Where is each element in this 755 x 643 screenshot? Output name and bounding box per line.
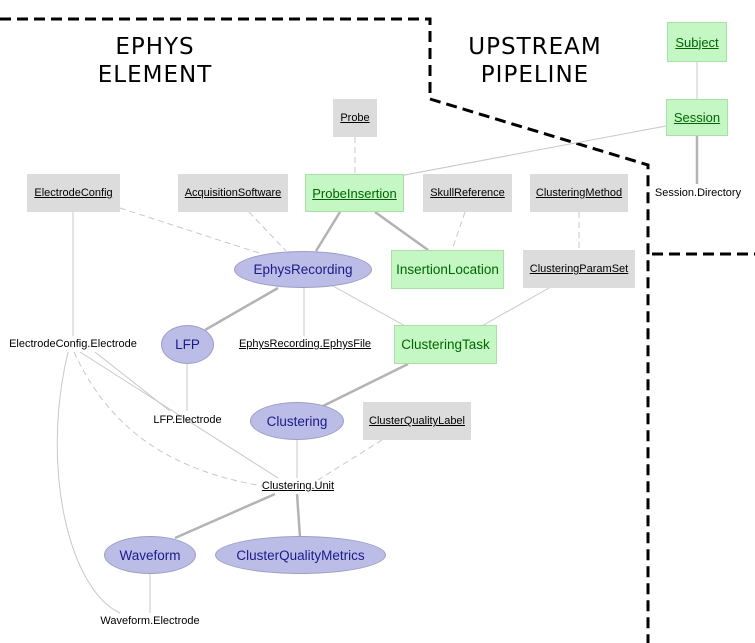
node-lfp-electrode[interactable]: LFP.Electrode (153, 414, 222, 426)
node-clustering-task[interactable]: ClusteringTask (394, 325, 497, 364)
edge-electrode-unit-dashed (73, 351, 263, 487)
node-lfp[interactable]: LFP (161, 325, 214, 364)
edge-electrode-waveformelectrode (56, 351, 121, 614)
node-waveform-electrode[interactable]: Waveform.Electrode (100, 615, 200, 627)
edge-session-probeinsertion (377, 125, 667, 181)
node-session[interactable]: Session (666, 99, 728, 136)
edge-ephysrecording-lfp (204, 286, 279, 332)
ephys-element-title: EPHYS ELEMENT (97, 34, 213, 88)
edge-ephysrecording-clusteringtask (332, 285, 408, 328)
edge-probeinsertion-location (374, 210, 429, 252)
node-probe-insertion[interactable]: ProbeInsertion (305, 174, 404, 212)
edge-unit-metrics (295, 493, 302, 538)
pipeline-boundary (0, 17, 650, 643)
edge-clusteringtask-clustering (322, 362, 409, 408)
node-cluster-quality-metrics[interactable]: ClusterQualityMetrics (215, 536, 386, 574)
edge-skullreference-location (451, 211, 466, 251)
node-subject[interactable]: Subject (667, 22, 727, 62)
node-skull-reference[interactable]: SkullReference (423, 174, 512, 212)
node-electrode-config[interactable]: ElectrodeConfig (27, 174, 120, 212)
edge-paramset-clusteringtask (479, 287, 550, 328)
edge-unit-waveform (174, 492, 276, 540)
node-waveform[interactable]: Waveform (104, 536, 196, 574)
node-ephys-recording[interactable]: EphysRecording (234, 251, 372, 288)
edge-electrode-unit (79, 351, 279, 479)
node-insertion-location[interactable]: InsertionLocation (391, 250, 504, 289)
edge-probeinsertion-ephysrecording (314, 211, 342, 252)
node-electrode-config-electrode[interactable]: ElectrodeConfig.Electrode (9, 338, 137, 350)
node-probe[interactable]: Probe (333, 99, 377, 137)
node-acquisition-software[interactable]: AcquisitionSoftware (178, 174, 288, 212)
node-clustering-method[interactable]: ClusteringMethod (530, 174, 628, 212)
node-clustering[interactable]: Clustering (250, 402, 344, 440)
node-clustering-unit[interactable]: Clustering.Unit (261, 480, 335, 492)
node-session-directory[interactable]: Session.Directory (654, 187, 742, 199)
edge-acquisitionsoftware-ephysrecording (248, 211, 287, 252)
node-clustering-param-set[interactable]: ClusteringParamSet (523, 250, 635, 288)
upstream-pipeline-title: UPSTREAM PIPELINE (468, 34, 602, 88)
edge-electrodeconfig-ephysrecording (119, 207, 263, 255)
node-ephys-recording-file[interactable]: EphysRecording.EphysFile (238, 338, 372, 350)
node-cluster-quality-label[interactable]: ClusterQualityLabel (363, 402, 471, 440)
edge-qualitylabel-unit (317, 439, 383, 481)
